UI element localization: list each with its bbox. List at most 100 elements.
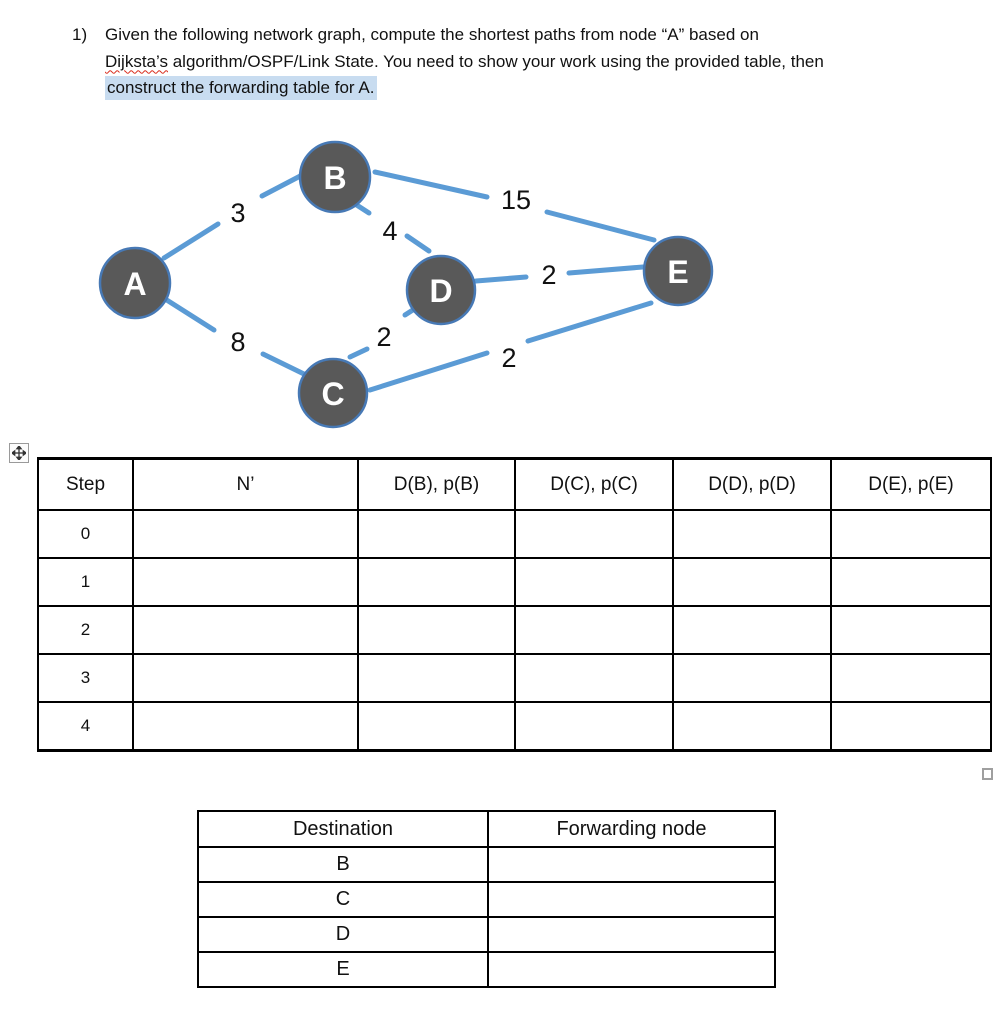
destination-cell: C (197, 881, 489, 918)
empty-cell[interactable] (830, 557, 992, 607)
question-block: 1) Given the following network graph, co… (72, 22, 972, 102)
edge-line (566, 264, 646, 276)
edge-c-e: 2 (367, 300, 654, 393)
table-row: 2 (37, 605, 992, 655)
empty-cell[interactable] (357, 509, 516, 559)
destination-cell: B (197, 846, 489, 883)
node-e: E (642, 235, 714, 307)
empty-cell[interactable] (830, 605, 992, 655)
empty-cell[interactable] (672, 557, 832, 607)
dijkstra-header-dc: D(C), p(C) (514, 457, 674, 511)
node-label: B (323, 160, 346, 196)
dijkstra-header-step: Step (37, 457, 134, 511)
edge-line (161, 221, 221, 261)
empty-cell[interactable] (132, 605, 359, 655)
edge-a-b: 3 (161, 170, 309, 261)
empty-cell[interactable] (672, 701, 832, 752)
edge-line (159, 294, 217, 333)
forwarding-header-destination: Destination (197, 810, 489, 848)
edge-line (260, 351, 309, 378)
empty-cell[interactable] (514, 557, 674, 607)
edge-line (259, 170, 309, 199)
empty-cell[interactable] (514, 605, 674, 655)
dijkstra-header-db: D(B), p(B) (357, 457, 516, 511)
empty-cell[interactable] (830, 653, 992, 703)
empty-cell[interactable] (132, 701, 359, 752)
table-resize-handle[interactable] (982, 768, 993, 780)
empty-cell[interactable] (672, 605, 832, 655)
question-line-2-rest: algorithm/OSPF/Link State. You need to s… (167, 51, 824, 71)
table-row: 4 (37, 701, 992, 752)
empty-cell[interactable] (487, 881, 776, 918)
move-icon (12, 446, 26, 460)
table-move-handle[interactable] (9, 443, 29, 463)
step-cell: 4 (37, 701, 134, 752)
destination-cell: E (197, 951, 489, 988)
empty-cell[interactable] (357, 557, 516, 607)
destination-cell: D (197, 916, 489, 953)
node-label: A (123, 266, 146, 302)
question-text: Given the following network graph, compu… (105, 22, 824, 102)
edge-c-d: 2 (347, 303, 422, 360)
empty-cell[interactable] (132, 557, 359, 607)
empty-cell[interactable] (357, 701, 516, 752)
empty-cell[interactable] (514, 653, 674, 703)
edge-weight-label: 2 (376, 322, 391, 352)
edge-weight-label: 3 (230, 198, 245, 228)
step-cell: 0 (37, 509, 134, 559)
dijkstra-header-dd: D(D), p(D) (672, 457, 832, 511)
node-label: E (667, 254, 688, 290)
edge-line (367, 350, 490, 393)
edge-weight-label: 4 (382, 216, 397, 246)
node-label: C (321, 376, 344, 412)
node-circle (642, 235, 714, 307)
edge-line (473, 274, 529, 284)
edge-d-e: 2 (473, 260, 646, 290)
empty-cell[interactable] (132, 653, 359, 703)
forwarding-header-row: Destination Forwarding node (197, 810, 776, 848)
forwarding-header-node: Forwarding node (487, 810, 776, 848)
node-b: B (298, 140, 372, 214)
empty-cell[interactable] (357, 605, 516, 655)
edge-weight-label: 15 (501, 185, 531, 215)
dijkstra-table: Step N’ D(B), p(B) D(C), p(C) D(D), p(D)… (37, 457, 992, 752)
edge-line (525, 300, 654, 344)
network-graph: 3 8 4 15 2 2 2 A B C (98, 140, 714, 429)
edge-line (372, 169, 490, 200)
forwarding-table: Destination Forwarding node B C D E (197, 810, 776, 988)
table-row: E (197, 951, 776, 988)
empty-cell[interactable] (514, 509, 674, 559)
empty-cell[interactable] (487, 951, 776, 988)
edge-weight-label: 2 (541, 260, 556, 290)
node-circle (98, 246, 172, 320)
dijkstra-header-de: D(E), p(E) (830, 457, 992, 511)
empty-cell[interactable] (514, 701, 674, 752)
edge-line (404, 233, 432, 254)
table-row: 0 (37, 509, 992, 559)
empty-cell[interactable] (672, 509, 832, 559)
question-line-1: Given the following network graph, compu… (105, 25, 759, 44)
empty-cell[interactable] (830, 509, 992, 559)
empty-cell[interactable] (830, 701, 992, 752)
dijkstra-header-row: Step N’ D(B), p(B) D(C), p(C) D(D), p(D)… (37, 457, 992, 511)
edge-b-d: 4 (349, 199, 432, 254)
table-row: C (197, 881, 776, 918)
step-cell: 2 (37, 605, 134, 655)
node-circle (298, 140, 372, 214)
question-line-3: construct the forwarding table for A. (105, 75, 824, 102)
empty-cell[interactable] (132, 509, 359, 559)
table-row: 1 (37, 557, 992, 607)
dijkstra-header-nprime: N’ (132, 457, 359, 511)
node-label: D (429, 273, 452, 309)
empty-cell[interactable] (487, 916, 776, 953)
table-row: B (197, 846, 776, 883)
empty-cell[interactable] (672, 653, 832, 703)
node-circle (405, 254, 477, 326)
empty-cell[interactable] (357, 653, 516, 703)
step-cell: 1 (37, 557, 134, 607)
node-d: D (405, 254, 477, 326)
edge-weight-label: 2 (501, 343, 516, 373)
empty-cell[interactable] (487, 846, 776, 883)
misspelled-word: Dijksta’s (105, 51, 168, 71)
edge-a-c: 8 (159, 294, 309, 378)
